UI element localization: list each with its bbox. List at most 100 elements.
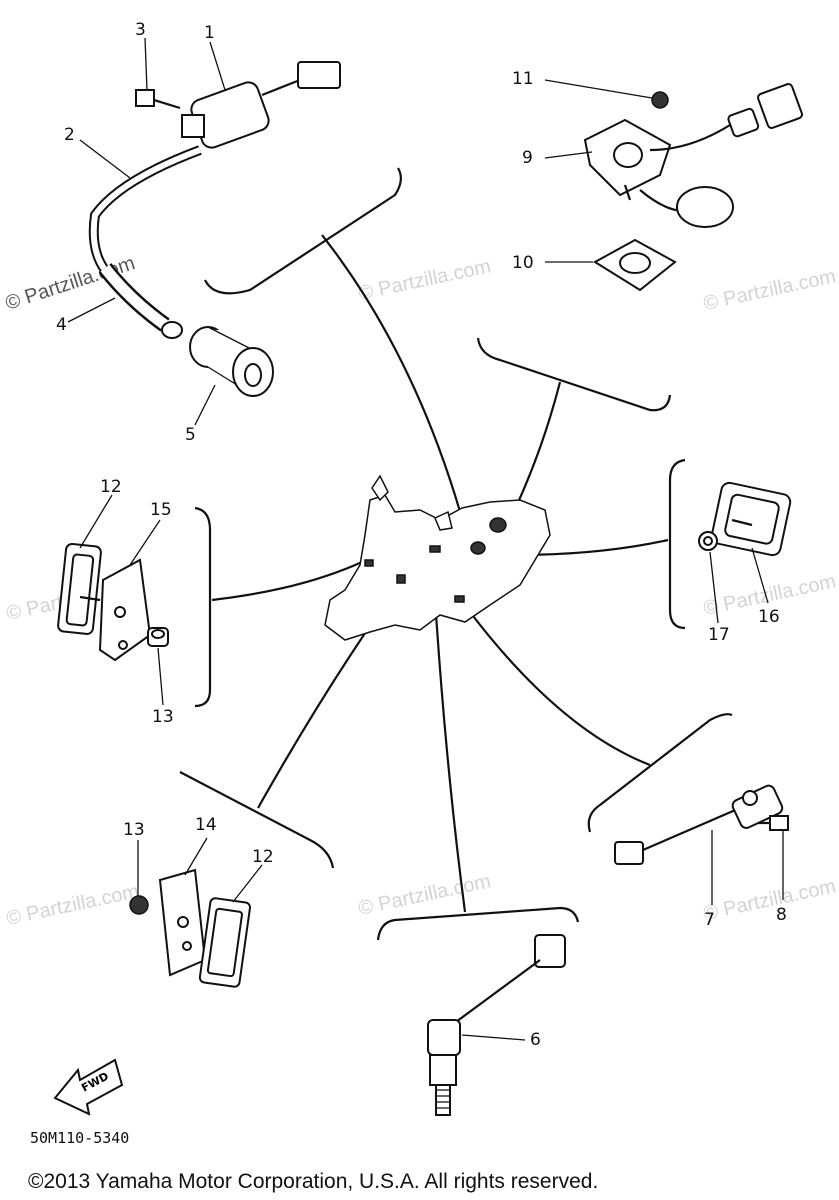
leader-17 <box>709 551 719 624</box>
cover-hole <box>114 606 126 618</box>
part-5-grommet <box>189 326 274 397</box>
callout-15: 15 <box>150 500 172 520</box>
part-4-elbow <box>98 263 183 339</box>
leader-12b <box>232 864 263 903</box>
plate-stud <box>731 518 753 527</box>
callout-14: 14 <box>195 815 217 835</box>
callout-3: 3 <box>135 20 146 40</box>
leader-13a <box>157 647 164 706</box>
watermark: © Partzilla.com <box>701 875 837 925</box>
sensor-connector <box>297 61 341 89</box>
part-14-cover <box>158 868 207 977</box>
part-16-plate <box>710 481 792 557</box>
engine-top-tab <box>371 474 389 502</box>
callout-11: 11 <box>512 69 534 89</box>
connector-line-bottom-right <box>469 611 651 767</box>
part-11-nut <box>651 91 669 109</box>
part-12-plate-bottom <box>198 897 252 988</box>
fwd-arrow: FWD <box>53 1058 124 1116</box>
hose-inner <box>90 147 202 272</box>
callout-16: 16 <box>758 607 780 627</box>
leader-2 <box>79 139 131 179</box>
sensor-spot <box>364 559 374 567</box>
callout-6: 6 <box>530 1030 541 1050</box>
screw-head <box>135 89 155 107</box>
cover-hole <box>182 941 192 951</box>
part-13-nut-left <box>147 627 169 647</box>
leader-6 <box>461 1034 526 1041</box>
sensor-connector <box>534 934 566 968</box>
sensor-body <box>429 1054 457 1086</box>
sensor-connector <box>757 83 803 129</box>
callout-10: 10 <box>512 253 534 273</box>
sensor-stem <box>623 184 632 201</box>
connector-line-top-left <box>321 234 470 541</box>
leader-3 <box>144 37 148 91</box>
callout-1: 1 <box>204 23 215 43</box>
engine-tab <box>434 510 453 531</box>
plate-inner <box>206 907 243 978</box>
sensor-boss <box>613 142 643 168</box>
callout-13-left: 13 <box>152 707 174 727</box>
nut-outer <box>129 895 149 915</box>
engine-silhouette <box>324 474 551 641</box>
connector-line-bottom-center <box>432 582 467 913</box>
plate-12-stud <box>79 595 101 602</box>
sensor-spot <box>396 574 406 584</box>
part-8-screw <box>758 815 789 831</box>
part-1-sensor-unit <box>181 61 341 149</box>
bracket-top-left <box>204 167 402 295</box>
sensor-float <box>676 186 734 228</box>
group-brackets <box>179 167 733 941</box>
grommet-hole <box>244 363 262 387</box>
part-6-sensor <box>427 934 566 1116</box>
part-12-plate-left <box>57 542 102 635</box>
part-2-hose <box>88 145 202 273</box>
callout-2: 2 <box>64 125 75 145</box>
sensor-spot <box>429 545 441 553</box>
sensor-mount <box>742 790 758 806</box>
sensor-spot <box>470 541 486 555</box>
plate-12-inner <box>65 553 95 627</box>
leader-12a <box>79 494 113 549</box>
callout-7: 7 <box>704 910 715 930</box>
bracket-bottom-right <box>587 713 733 833</box>
sensor-thread-lines <box>436 1089 450 1109</box>
leader-5 <box>194 384 216 426</box>
leader-14 <box>184 837 208 876</box>
cover-hole <box>118 640 128 650</box>
cable <box>642 806 741 852</box>
callout-4: 4 <box>56 315 67 335</box>
screw-shaft <box>153 98 181 110</box>
fwd-arrow-shape <box>53 1058 124 1116</box>
part-15-cover <box>98 558 152 662</box>
copyright-notice: ©2013 Yamaha Motor Corporation, U.S.A. A… <box>28 1170 598 1193</box>
bracket-left <box>194 506 212 708</box>
nut-hole <box>151 629 165 639</box>
callout-12-left: 12 <box>100 477 122 497</box>
diagram-code: 50M110-5340 <box>30 1129 129 1147</box>
bracket-bottom-left <box>179 771 335 869</box>
sensor-tube <box>727 107 760 138</box>
plate-inner <box>724 493 780 545</box>
part-3-screw <box>135 89 181 110</box>
leader-lines <box>67 37 784 1041</box>
sensor-mount <box>181 114 205 138</box>
connector <box>614 841 644 865</box>
part-13-nut-bottom <box>129 895 149 915</box>
leader-16 <box>751 547 769 604</box>
connector-line-left <box>211 560 363 602</box>
part-9-sensor <box>583 83 803 228</box>
callout-17: 17 <box>708 625 730 645</box>
leader-15 <box>129 519 161 566</box>
elbow-end <box>161 321 183 339</box>
sensor-cable <box>444 959 541 1031</box>
callout-5: 5 <box>185 425 196 445</box>
watermark: © Partzilla.com <box>356 255 492 305</box>
leader-11 <box>544 79 653 99</box>
watermark: © Partzilla.com <box>4 880 140 930</box>
cover-hole <box>177 916 189 928</box>
leader-4 <box>67 297 116 323</box>
callout-8: 8 <box>776 905 787 925</box>
